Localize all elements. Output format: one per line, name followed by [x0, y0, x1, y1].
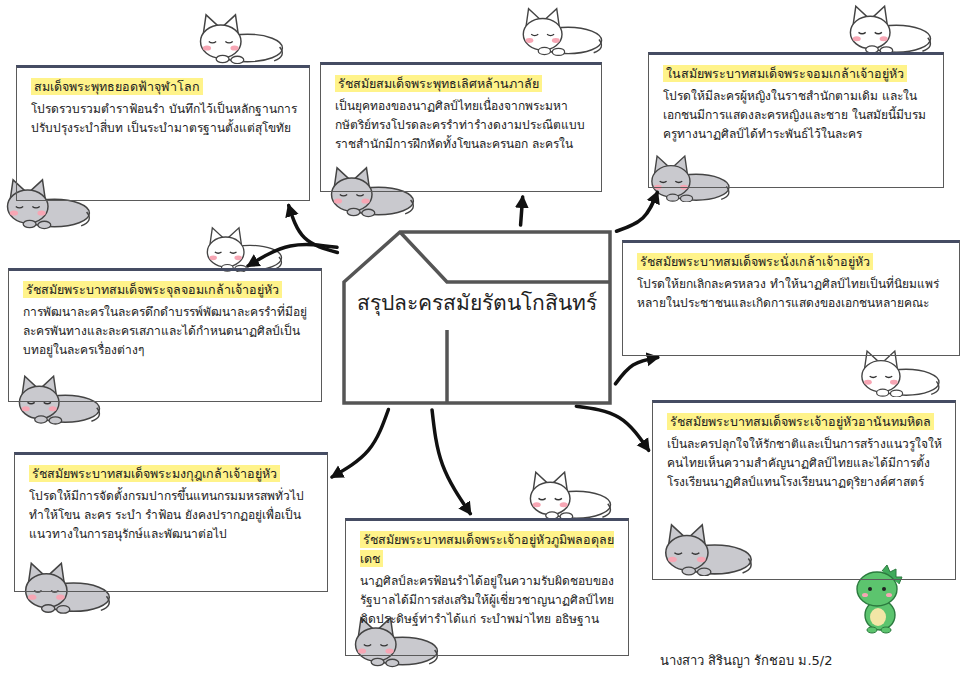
reign-heading: รัชสมัยพระบาทสมเด็จพระเจ้าอยู่หัวภูมิพลอ…	[360, 531, 614, 567]
connector-arrow	[576, 406, 648, 450]
reign-box: รัชสมัยพระบาทสมเด็จพระจุลจอมเกล้าเจ้าอยู…	[8, 268, 322, 402]
reign-heading: รัชสมัยพระบาทสมเด็จพระนั่งเกล้าเจ้าอยู่ห…	[637, 253, 873, 270]
grey-cat	[8, 156, 752, 667]
reign-body: โปรดรวบรวมตำราฟ้อนรำ บันทึกไว้เป็นหลักฐา…	[31, 100, 297, 138]
reign-box: รัชสมัยสมเด็จพระพุทธเลิศหล้านภาลัยเป็นยุ…	[320, 62, 602, 192]
center-title: สรุปละครสมัยรัตนโกสินทร์	[342, 286, 612, 319]
reign-box: รัชสมัยพระบาทสมเด็จพระมงกุฎเกล้าเจ้าอยู่…	[14, 452, 328, 592]
reign-body: โปรดให้มีการจัดตั้งกรมปากรขึ้นแทนกรมมหรส…	[29, 487, 315, 545]
connector-arrow	[248, 244, 337, 265]
reign-body: นาฏศิลป์ละครฟ้อนรำได้อยู่ในความรับผิดชอบ…	[360, 572, 616, 630]
reign-body: การพัฒนาละครในละครดึกดำบรรพ์พัฒนาละครรำท…	[23, 303, 309, 361]
reign-heading: สมเด็จพระพุทธยอดฟ้าจุฬาโลก	[31, 78, 203, 95]
reign-box: รัชสมัยพระบาทสมเด็จพระนั่งเกล้าเจ้าอยู่ห…	[622, 240, 960, 356]
reign-heading: รัชสมัยพระบาทสมเด็จพระจุลจอมเกล้าเจ้าอยู…	[23, 281, 282, 298]
reign-body: เป็นยุคทองของนาฏศิลป์ไทยเนื่องจากพระมหาก…	[335, 97, 589, 155]
connector-arrow	[616, 192, 657, 231]
reign-heading: รัชสมัยสมเด็จพระพุทธเลิศหล้านภาลัย	[335, 75, 542, 92]
reign-box: ในสมัยพระบาทสมเด็จพระจอมเกล้าเจ้าอยู่หัว…	[648, 52, 944, 188]
reign-body: เป็นละครปลุกใจให้รักชาติและเป็นการสร้างแ…	[667, 435, 943, 493]
reign-box: รัชสมัยพระบาทสมเด็จพระเจ้าอยู่หัวภูมิพลอ…	[345, 518, 629, 656]
house-shape: สรุปละครสมัยรัตนโกสินทร์	[342, 230, 612, 405]
reign-body: โปรดให้ยกเลิกละครหลวง ทำให้นาฏศิลป์ไทยเป…	[637, 275, 947, 313]
house-outline	[342, 230, 612, 405]
reign-box: สมเด็จพระพุทธยอดฟ้าจุฬาโลกโปรดรวบรวมตำรา…	[16, 65, 310, 201]
connector-arrow	[615, 357, 657, 383]
house-outline	[344, 232, 610, 403]
house-line	[400, 232, 610, 403]
connector-arrow	[332, 409, 388, 477]
reign-box: รัชสมัยพระบาทสมเด็จพระเจ้าอยู่หัวอานันทม…	[652, 400, 956, 580]
dinosaur-icon	[857, 565, 902, 633]
reign-heading: ในสมัยพระบาทสมเด็จพระจอมเกล้าเจ้าอยู่หัว	[663, 65, 907, 82]
reign-heading: รัชสมัยพระบาทสมเด็จพระเจ้าอยู่หัวอานันทม…	[667, 413, 934, 430]
connector-arrow	[432, 410, 470, 514]
reign-body: โปรดให้มีละครผู้หญิงในราชสำนักตามเดิม แล…	[663, 87, 931, 145]
connector-arrow	[521, 197, 523, 225]
author-label: นางสาว สิรินญา รักชอบ ม.5/2	[660, 650, 832, 671]
reign-heading: รัชสมัยพระบาทสมเด็จพระมงกุฎเกล้าเจ้าอยู่…	[29, 465, 280, 482]
